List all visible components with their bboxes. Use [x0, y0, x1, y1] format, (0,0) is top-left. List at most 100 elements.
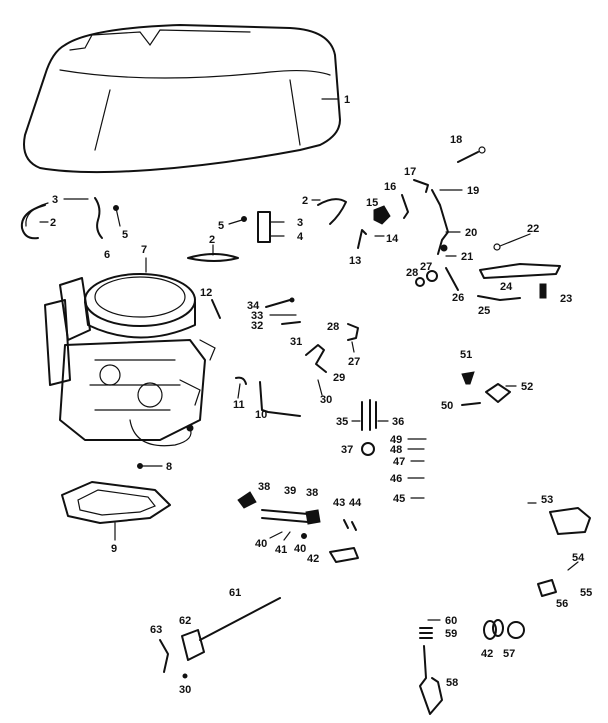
label-2-right: 2 — [302, 195, 308, 207]
label-9: 9 — [111, 543, 117, 555]
label-15: 15 — [366, 197, 378, 209]
label-48: 48 — [390, 444, 402, 456]
label-1: 1 — [344, 94, 350, 106]
part-37-shape — [361, 442, 375, 456]
part-62-shape — [181, 629, 205, 661]
label-19: 19 — [467, 185, 479, 197]
engine-cover — [23, 24, 341, 174]
label-2-center: 2 — [209, 234, 215, 246]
part-38-right-shape — [305, 509, 321, 525]
label-56: 56 — [556, 598, 568, 610]
label-44: 44 — [349, 497, 362, 509]
part-18-shape — [457, 151, 479, 163]
bracket-3-4 — [257, 211, 271, 243]
label-2-left: 2 — [50, 217, 56, 229]
label-27-lower: 27 — [348, 356, 360, 368]
label-47: 47 — [393, 456, 405, 468]
part-26-shape — [445, 267, 459, 291]
part-42-shape — [329, 547, 359, 563]
part-6-shape — [94, 197, 103, 239]
label-12: 12 — [200, 287, 212, 299]
part-51-shape — [461, 371, 475, 385]
label-46: 46 — [390, 473, 402, 485]
label-43: 43 — [333, 497, 345, 509]
label-57: 57 — [503, 648, 515, 660]
label-33: 33 — [251, 310, 263, 322]
label-53: 53 — [541, 494, 553, 506]
label-5-left: 5 — [122, 229, 128, 241]
label-35: 35 — [336, 416, 348, 428]
label-63: 63 — [150, 624, 162, 636]
label-39: 39 — [284, 485, 296, 497]
part-11-shape — [235, 376, 247, 385]
part-15-shape — [373, 205, 391, 225]
part-17-shape — [413, 179, 429, 193]
label-3-left: 3 — [52, 194, 58, 206]
part-28-upper-shape — [347, 323, 359, 341]
part-34-shape — [265, 299, 291, 308]
label-38-left: 38 — [258, 481, 270, 493]
part-53-shape — [549, 507, 591, 535]
part-39-rod — [261, 509, 309, 523]
label-42-center: 42 — [307, 553, 319, 565]
part-52-shape — [485, 383, 511, 403]
label-28-upper: 28 — [327, 321, 339, 333]
label-58: 58 — [446, 677, 458, 689]
part-59-spring — [419, 627, 433, 639]
label-25: 25 — [478, 305, 490, 317]
label-55: 55 — [580, 587, 592, 599]
part-35-36-shape — [361, 399, 377, 431]
label-3-center: 3 — [297, 217, 303, 229]
label-51: 51 — [460, 349, 472, 361]
label-16: 16 — [384, 181, 396, 193]
part-54-56-shape — [537, 579, 557, 597]
part-13-shape — [357, 229, 367, 249]
part-12-shape — [211, 299, 221, 319]
label-60: 60 — [445, 615, 457, 627]
part-63-shape — [159, 639, 169, 673]
part-28-lower-shape — [415, 277, 425, 287]
label-34: 34 — [247, 300, 260, 312]
label-61: 61 — [229, 587, 241, 599]
label-32: 32 — [251, 320, 263, 332]
label-42-right: 42 — [481, 648, 493, 660]
label-7: 7 — [141, 244, 147, 256]
part-27-upper-shape — [426, 270, 438, 282]
part-58-shape — [419, 645, 443, 715]
label-29: 29 — [333, 372, 345, 384]
label-36: 36 — [392, 416, 404, 428]
label-28-lower: 28 — [406, 267, 418, 279]
clip-center — [187, 253, 239, 262]
part-38-left-shape — [237, 491, 257, 509]
label-22: 22 — [527, 223, 539, 235]
label-50: 50 — [441, 400, 453, 412]
part-57-shape — [507, 621, 525, 639]
label-30-upper: 30 — [320, 394, 332, 406]
carburetor-assembly — [44, 273, 216, 447]
part-10-shape — [259, 381, 301, 417]
label-40-right: 40 — [294, 543, 306, 555]
label-27-upper: 27 — [420, 261, 432, 273]
part-50-shape — [461, 402, 481, 406]
part-22-24-lever — [479, 263, 561, 279]
label-11: 11 — [233, 399, 245, 411]
label-4: 4 — [297, 231, 304, 243]
label-5-center: 5 — [218, 220, 224, 232]
label-20: 20 — [465, 227, 477, 239]
part-23-shape — [539, 283, 547, 299]
label-52: 52 — [521, 381, 533, 393]
part-19-20-assembly — [431, 189, 449, 255]
label-18: 18 — [450, 134, 462, 146]
label-31: 31 — [290, 336, 302, 348]
label-49: 49 — [390, 434, 402, 446]
label-41: 41 — [275, 544, 287, 556]
part-61-rod — [199, 597, 281, 641]
label-38-right: 38 — [306, 487, 318, 499]
part-16-shape — [401, 194, 409, 219]
label-30-lower: 30 — [179, 684, 191, 696]
part-43-44-shape — [343, 519, 357, 531]
label-62: 62 — [179, 615, 191, 627]
label-26: 26 — [452, 292, 464, 304]
label-24: 24 — [500, 281, 513, 293]
